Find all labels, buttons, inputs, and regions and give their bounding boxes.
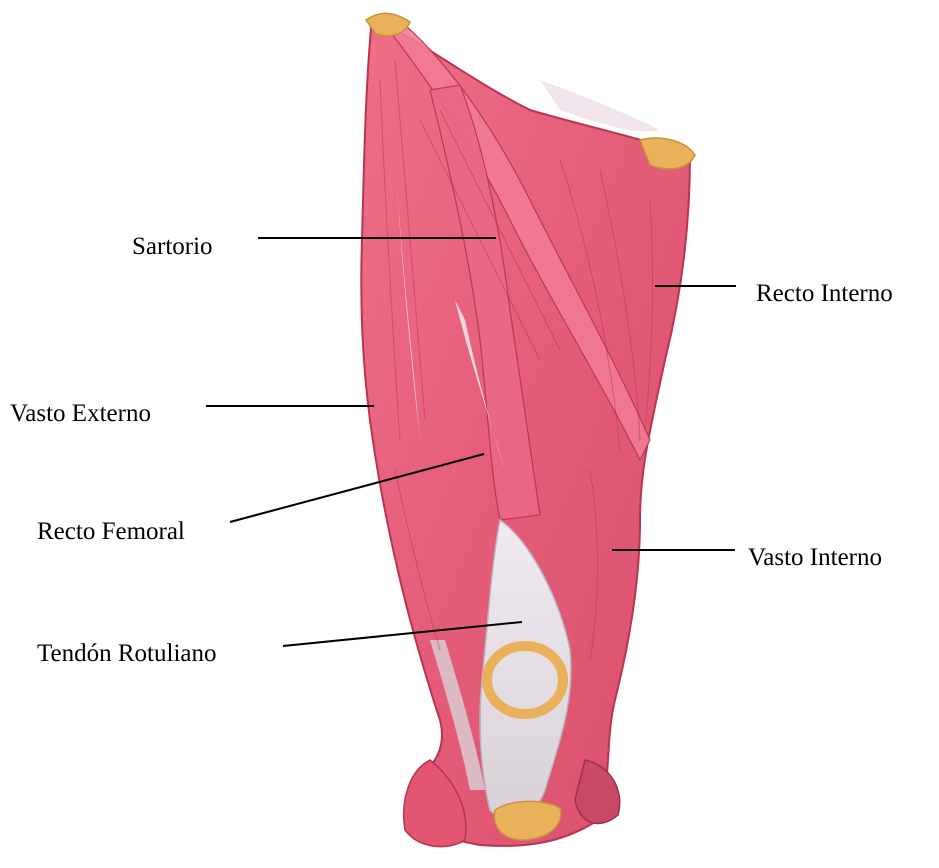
- label-sartorio: Sartorio: [132, 234, 213, 259]
- label-vasto-externo: Vasto Externo: [10, 401, 151, 426]
- label-vasto-interno: Vasto Interno: [748, 545, 882, 570]
- label-recto-interno: Recto Interno: [756, 281, 893, 306]
- label-recto-femoral: Recto Femoral: [37, 519, 185, 544]
- label-tendon-rotuliano: Tendón Rotuliano: [37, 641, 216, 666]
